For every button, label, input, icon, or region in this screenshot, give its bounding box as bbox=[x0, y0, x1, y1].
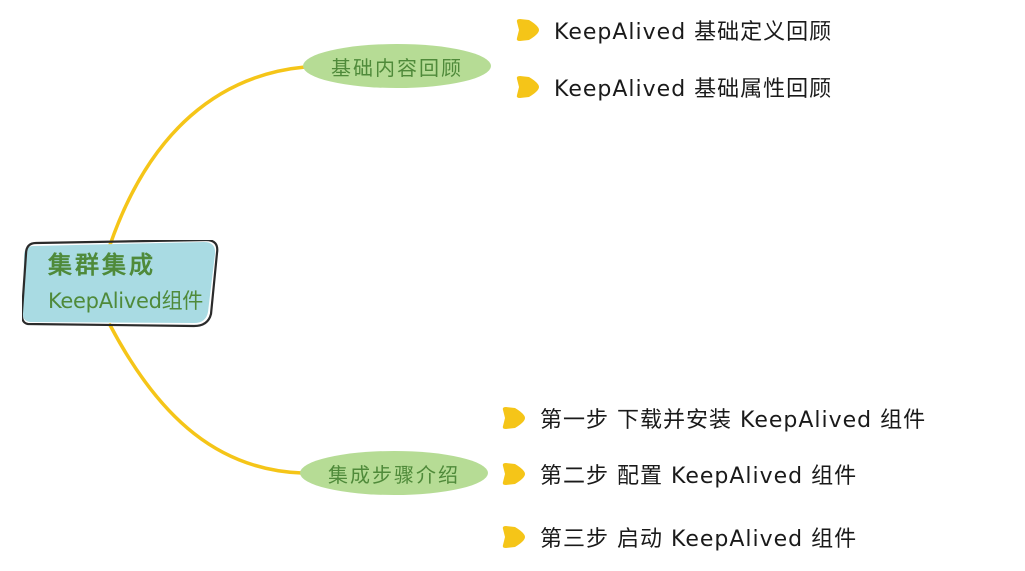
root-title-line-2: KeepAlived组件 bbox=[48, 289, 204, 313]
bullet-marker-icon bbox=[516, 19, 539, 41]
leaf-label: 第二步 配置 KeepAlived 组件 bbox=[540, 464, 858, 489]
bullet-marker-icon bbox=[502, 526, 525, 548]
leaf-label: KeepAlived 基础属性回顾 bbox=[554, 77, 833, 102]
leaf-label: 第一步 下载并安装 KeepAlived 组件 bbox=[540, 408, 927, 433]
root-node-shape bbox=[22, 240, 219, 328]
leaf-label: KeepAlived 基础定义回顾 bbox=[554, 20, 833, 45]
leaf-step-two-configure[interactable]: 第二步 配置 KeepAlived 组件 bbox=[500, 458, 857, 490]
root-title-line-1: 集群集成 bbox=[48, 251, 156, 279]
bullet-marker-icon bbox=[516, 76, 539, 98]
bullet-marker-icon bbox=[502, 407, 525, 429]
root-node[interactable]: 集群集成 KeepAlived组件 bbox=[22, 240, 220, 328]
branch-basic-review-label: 基础内容回顾 bbox=[331, 55, 463, 80]
bullet-marker-icon bbox=[502, 463, 525, 485]
branch-basic-review[interactable]: 基础内容回顾 bbox=[303, 44, 491, 88]
leaf-step-three-start[interactable]: 第三步 启动 KeepAlived 组件 bbox=[500, 521, 857, 553]
leaf-label: 第三步 启动 KeepAlived 组件 bbox=[540, 527, 858, 552]
leaf-basic-definition-review[interactable]: KeepAlived 基础定义回顾 bbox=[514, 14, 832, 46]
branch-integration-steps-label: 集成步骤介绍 bbox=[328, 462, 460, 487]
connector-root-to-branch-0 bbox=[108, 65, 307, 247]
leaf-step-one-install[interactable]: 第一步 下载并安装 KeepAlived 组件 bbox=[500, 402, 926, 434]
branch-integration-steps[interactable]: 集成步骤介绍 bbox=[300, 451, 488, 495]
connector-root-to-branch-1 bbox=[108, 323, 304, 475]
leaf-basic-attribute-review[interactable]: KeepAlived 基础属性回顾 bbox=[514, 71, 832, 103]
